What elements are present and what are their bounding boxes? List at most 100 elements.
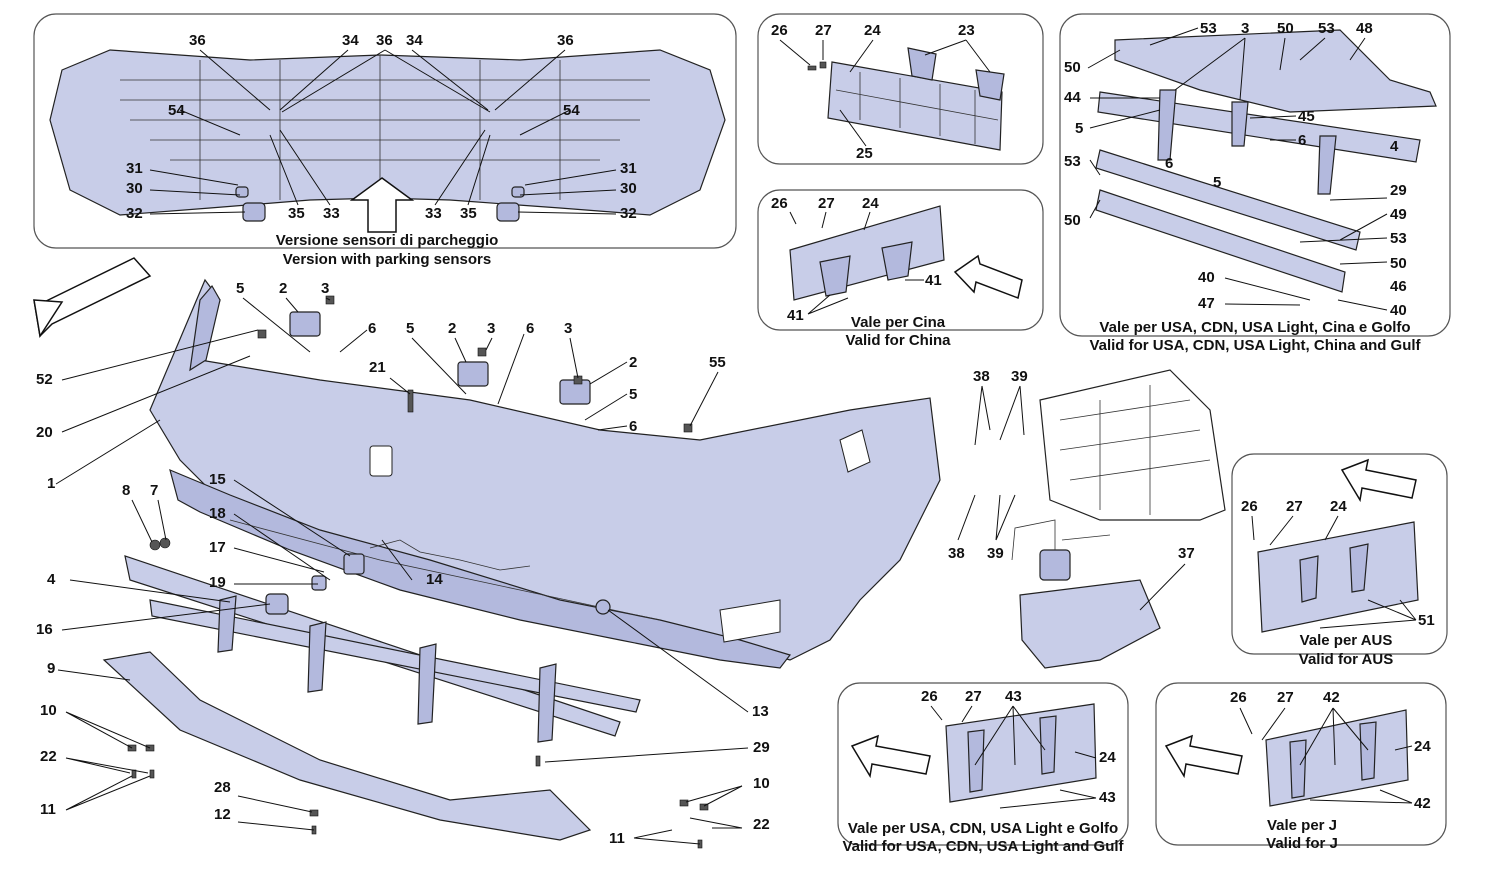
panel-plate-generic: 26 27 24 23 25 (757, 13, 1044, 165)
leader-lines (779, 39, 991, 147)
label-53: 53 (1200, 20, 1217, 37)
label-36: 36 (557, 32, 574, 49)
label-9: 9 (47, 660, 55, 677)
label-31: 31 (126, 160, 143, 177)
bracket (967, 729, 985, 793)
leader-lines (789, 211, 924, 315)
label-35: 35 (288, 205, 305, 222)
label-50: 50 (1277, 20, 1294, 37)
panel-caption-it: Vale per USA, CDN, USA Light, Cina e Gol… (1099, 319, 1410, 336)
bracket-2 (289, 311, 321, 337)
panel-caption-en: Valid for USA, CDN, USA Light and Gulf (842, 838, 1124, 855)
label-3: 3 (564, 320, 572, 337)
panel-caption-it: Vale per AUS (1300, 632, 1393, 649)
label-26: 26 (921, 688, 938, 705)
label-2: 2 (448, 320, 456, 337)
label-2: 2 (629, 354, 637, 371)
label-42: 42 (1323, 689, 1340, 706)
label-1: 1 (47, 475, 55, 492)
label-24: 24 (1099, 749, 1116, 766)
leader-lines (1087, 27, 1388, 311)
bracket (1289, 739, 1307, 799)
spoiler-9 (102, 651, 592, 841)
bracket-5 (1157, 89, 1177, 161)
label-6: 6 (629, 418, 637, 435)
label-5: 5 (629, 386, 637, 403)
label-23: 23 (958, 22, 975, 39)
sensor-15 (343, 553, 365, 575)
label-21: 21 (369, 359, 386, 376)
label-27: 27 (815, 22, 832, 39)
beam-46 (1095, 189, 1346, 293)
side-marker-opening (839, 429, 871, 473)
label-36: 36 (189, 32, 206, 49)
label-39: 39 (987, 545, 1004, 562)
label-35: 35 (460, 205, 477, 222)
label-6: 6 (526, 320, 534, 337)
bracket-lines (1059, 385, 1211, 515)
panel-caption-it: Vale per USA, CDN, USA Light e Golfo (848, 820, 1118, 837)
bracket (975, 69, 1005, 101)
cap-13 (595, 599, 611, 615)
label-27: 27 (1277, 689, 1294, 706)
panel-usa-cdn-gulf: 26 27 43 24 43 Vale per USA, CDN, USA Li… (837, 682, 1129, 855)
panel-caption-en: Valid for China (845, 332, 951, 349)
screw-29 (535, 755, 541, 767)
side-bracket-20 (189, 284, 221, 372)
label-52: 52 (36, 371, 53, 388)
panel-parking-sensors: 36 34 36 34 36 54 54 31 31 30 30 32 32 3… (33, 13, 737, 268)
label-54: 54 (168, 102, 185, 119)
label-33: 33 (323, 205, 340, 222)
label-27: 27 (1286, 498, 1303, 515)
panel-aus: 26 27 24 51 Vale per AUS Valid for AUS (1231, 453, 1448, 668)
label-3: 3 (321, 280, 329, 297)
label-34: 34 (406, 32, 423, 49)
label-32: 32 (620, 205, 637, 222)
label-26: 26 (1241, 498, 1258, 515)
label-7: 7 (150, 482, 158, 499)
label-48: 48 (1356, 20, 1373, 37)
parking-sensor (496, 202, 520, 222)
label-55: 55 (709, 354, 726, 371)
reinforcement-4 (1097, 91, 1421, 163)
bracket (1299, 555, 1319, 603)
label-5: 5 (1213, 174, 1221, 191)
clip-55 (683, 423, 693, 433)
screw (807, 65, 817, 71)
label-40: 40 (1390, 302, 1407, 319)
label-24: 24 (862, 195, 879, 212)
label-11: 11 (40, 801, 56, 818)
main-assembly: 5 2 3 6 5 2 3 6 3 2 5 6 55 21 52 20 1 15… (33, 257, 941, 849)
washer-7 (159, 537, 171, 549)
label-37: 37 (1178, 545, 1195, 562)
plate-holder-usa (945, 703, 1097, 803)
panel-caption-en: Valid for USA, CDN, USA Light, China and… (1089, 337, 1421, 354)
grille-bar (149, 599, 641, 713)
label-22: 22 (40, 748, 57, 765)
panel-usa-cdn-china-gulf: 53 3 50 53 48 50 44 45 5 6 4 6 53 5 29 5… (1059, 13, 1451, 354)
direction-arrow (1164, 734, 1243, 779)
clip-10 (679, 799, 689, 807)
label-4: 4 (47, 571, 56, 588)
ring-19 (311, 575, 327, 591)
screw-21 (407, 389, 414, 413)
parking-sensor (242, 202, 266, 222)
nut-28 (309, 809, 319, 817)
label-6: 6 (368, 320, 376, 337)
label-36: 36 (376, 32, 393, 49)
bracket (1349, 543, 1369, 593)
panel-labels: 36 34 36 34 36 54 54 31 31 30 30 32 32 3… (126, 32, 637, 222)
label-10: 10 (753, 775, 770, 792)
direction-arrow (953, 254, 1023, 300)
label-27: 27 (818, 195, 835, 212)
label-11: 11 (609, 830, 625, 847)
panel-caption-en: Valid for AUS (1299, 651, 1393, 668)
label-22: 22 (753, 816, 770, 833)
bracket (1039, 715, 1057, 775)
panel-caption-it: Versione sensori di parcheggio (276, 232, 499, 249)
nut (819, 61, 827, 69)
view-direction-arrow (349, 177, 415, 233)
panel-caption-en: Valid for J (1266, 835, 1338, 852)
label-47: 47 (1198, 295, 1215, 312)
